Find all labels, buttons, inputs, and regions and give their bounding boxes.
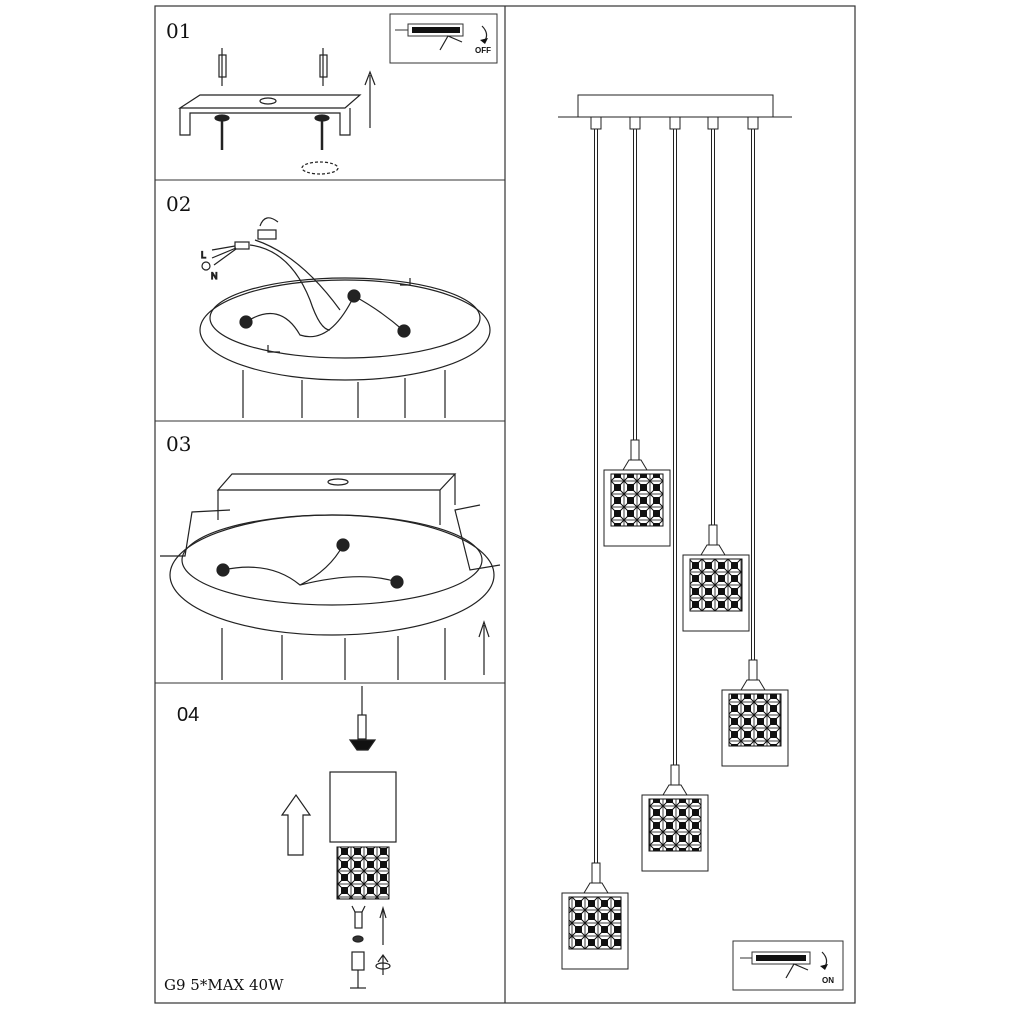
step-number: 03 [166,432,191,456]
switch-on-label: ON [822,976,834,985]
up-arrow-icon [364,70,376,128]
step-number: 04 [177,704,199,726]
socket-cap [622,459,648,471]
pendant-light [561,116,629,970]
ceiling-canopy [577,94,774,118]
cord-grip [590,116,602,130]
pendant-light [721,116,789,767]
bulb-spec-text: G9 5*MAX 40W [164,976,284,994]
step-04-panel: 04 G9 5*MAX 40W [164,686,397,994]
wire-connector-icon: L N [200,217,279,282]
switch-off-label: OFF [475,46,491,55]
live-wire-label: L [201,250,206,260]
power-switch-off-icon: OFF [389,13,498,64]
shade-cover-icon [280,771,397,856]
cord-grip [707,116,719,130]
screw-anchor-icon [218,48,328,86]
lamp-holder [670,764,680,786]
mounting-bracket-icon [177,94,362,175]
step-01-panel: 01 OFF [166,13,498,175]
lamp-holder [591,862,601,884]
step-number: 02 [166,192,191,216]
power-switch-on-icon: ON [732,940,844,991]
pendant-light [603,116,671,547]
cord-grip [629,116,641,130]
lamp-holder [630,439,640,461]
lamp-holder [708,524,718,546]
crystal-shade [610,473,664,527]
g9-bulb-icon [350,905,391,989]
step-03-panel: 03 [160,432,501,680]
crystal-shade [689,558,743,612]
cord-grip [669,116,681,130]
lamp-holder [748,659,758,681]
ceiling-canopy-icon [199,239,491,418]
lamp-holder-icon [348,686,377,751]
cord-grip [747,116,759,130]
socket-cap [583,882,609,894]
neutral-wire-label: N [211,271,218,281]
crystal-shade [648,798,702,852]
assembled-fixture: ON [558,94,844,991]
crystal-shade [728,693,782,747]
pendant-light [641,116,709,872]
bracket-and-canopy-icon [160,473,501,680]
socket-cap [662,784,688,796]
pendant-light [682,116,750,632]
socket-cap [740,679,766,691]
crystal-shade-icon [336,846,390,900]
crystal-shade [568,896,622,950]
socket-cap [700,544,726,556]
step-number: 01 [166,19,191,43]
step-02-panel: 02 L N [166,192,491,418]
